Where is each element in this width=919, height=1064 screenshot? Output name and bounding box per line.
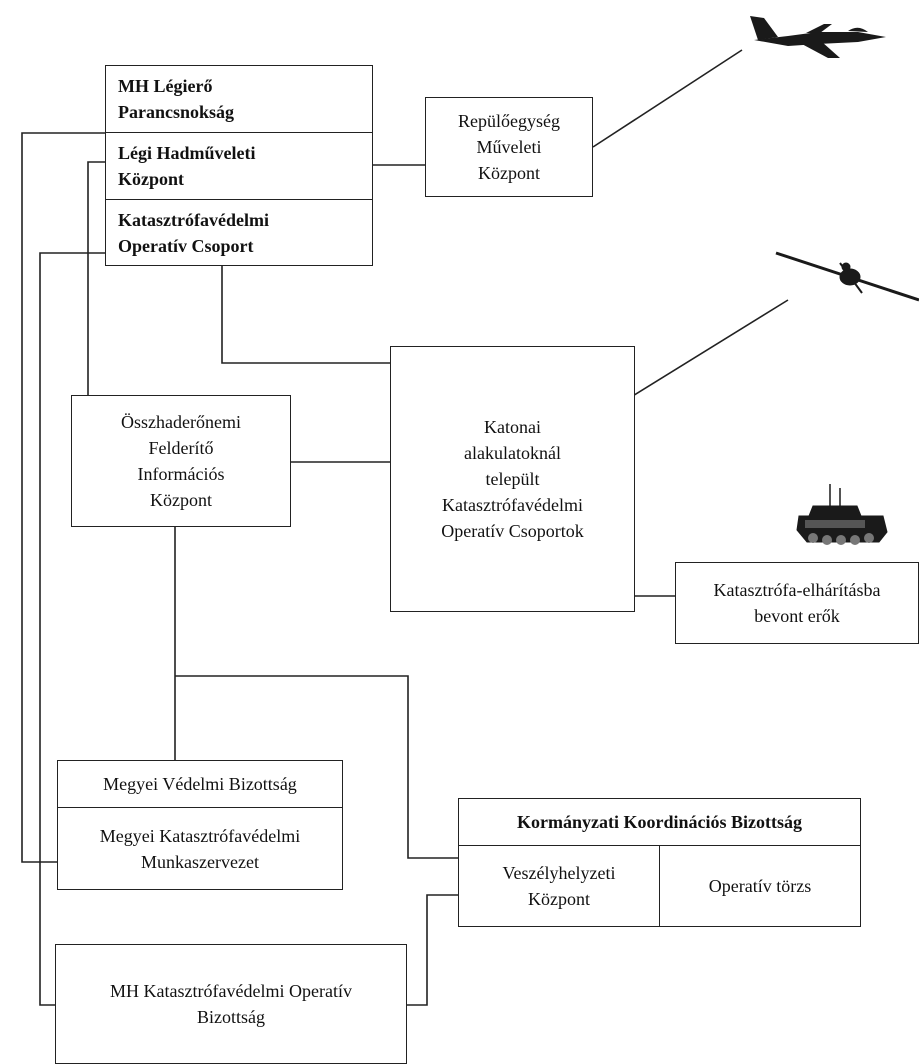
node-operativ-torzs: Operatív törzs <box>659 845 861 927</box>
node-osszhaderonemi-felderito-informacios-kozpont: Összhaderőnemi Felderítő Információs Köz… <box>71 395 291 527</box>
fighter-jet-icon <box>750 16 886 58</box>
connector-drone <box>609 299 789 411</box>
node-legi-hadmuveleti-kozpont: Légi Hadműveleti Központ <box>105 132 373 200</box>
node-megyei-katasztrofavedelmi-munkaszervezet: Megyei Katasztrófavédelmi Munkaszervezet <box>57 807 343 890</box>
node-kormanyzati-koordinacios-bizottsag: Kormányzati Koordinációs Bizottság <box>458 798 861 846</box>
armored-vehicle-icon <box>796 484 888 545</box>
drone-icon <box>775 251 919 302</box>
node-megyei-vedelmi-bizottsag: Megyei Védelmi Bizottság <box>57 760 343 808</box>
node-katonai-alakulatoknal-telepult-csoportok: Katonai alakulatoknál települt Katasztró… <box>390 346 635 612</box>
node-repuloegyseg-muveleti-kozpont: Repülőegység Műveleti Központ <box>425 97 593 197</box>
connector-branch-kormanyzati <box>175 675 458 859</box>
connector-legi-osszhad <box>87 161 105 395</box>
connector-jet <box>592 49 743 148</box>
connector-kvoc-katonai <box>221 265 390 364</box>
node-veszelyhelyzeti-kozpont: Veszélyhelyzeti Központ <box>458 845 660 927</box>
connector-veszely-bizottsag <box>407 894 458 1006</box>
node-katasztrofa-elharitasba-bevont-erok: Katasztrófa-elhárításba bevont erők <box>675 562 919 644</box>
node-katasztrofavedelmi-operativ-csoport: Katasztrófavédelmi Operatív Csoport <box>105 199 373 266</box>
connector-kvoc-bizottsag <box>39 252 105 1006</box>
node-mh-legiero-parancsnoksag: MH Légierő Parancsnokság <box>105 65 373 133</box>
node-mh-katasztrofavedelmi-operativ-bizottsag: MH Katasztrófavédelmi Operatív Bizottság <box>55 944 407 1064</box>
